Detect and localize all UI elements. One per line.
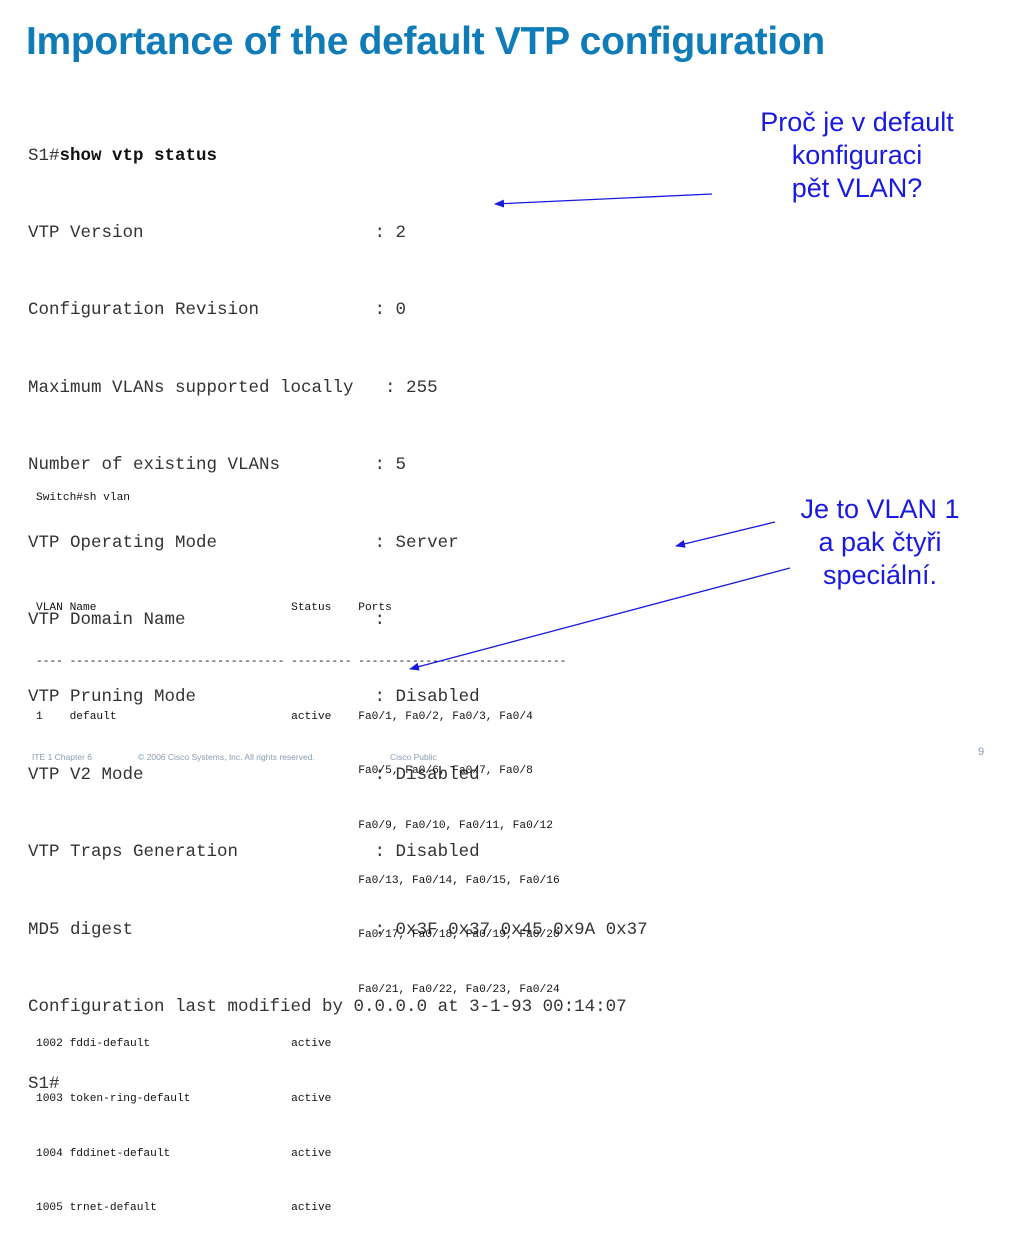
sh-vlan-line: Fa0/9, Fa0/10, Fa0/11, Fa0/12 [36,819,553,832]
sh-vlan-line: 1003 token-ring-default active [36,1092,332,1105]
annotation-arrows [409,193,791,671]
sh-vlan-line: Fa0/13, Fa0/14, Fa0/15, Fa0/16 [36,874,560,887]
answer-callout-line: speciální. [822,560,938,590]
arrow-to-vlan-1 [675,521,776,548]
vtp-status-line: Number of existing VLANs : 5 [28,455,407,476]
question-callout: Proč je v default konfiguraci pět VLAN? [722,106,992,205]
arrow-to-vlan-count [494,193,713,208]
sh-vlan-line: ---- -------------------------------- --… [36,656,567,669]
answer-callout-line: a pak čtyři [818,527,942,557]
page-number: 9 [978,746,985,758]
vtp-status-line: Maximum VLANs supported locally : 255 [28,377,438,398]
sh-vlan-line: 1 default active Fa0/1, Fa0/2, Fa0/3, Fa… [36,710,533,723]
sh-vlan-line: Switch#sh vlan [36,492,130,505]
vtp-status-line: VTP Version : 2 [28,222,407,243]
sh-vlan-line: Fa0/21, Fa0/22, Fa0/23, Fa0/24 [36,983,560,996]
vtp-status-line: VTP Pruning Mode : Disabled [28,687,480,708]
answer-callout-line: Je to VLAN 1 [800,494,960,524]
answer-callout: Je to VLAN 1 a pak čtyři speciální. [760,493,1000,592]
cli-command: show vtp status [59,145,218,166]
footer-copyright: © 2006 Cisco Systems, Inc. All rights re… [138,752,315,762]
sh-vlan-line: Fa0/17, Fa0/18, Fa0/19, Fa0/20 [36,929,560,942]
footer-chapter: ITE 1 Chapter 6 [32,752,93,762]
command-line: S1#show vtp status [28,144,648,170]
arrow-to-special-vlans [409,567,791,671]
sh-vlan-line: 1005 trnet-default active [36,1202,332,1215]
question-callout-line: pět VLAN? [791,173,923,203]
sh-vlan-line: 1002 fddi-default active [36,1038,332,1051]
vtp-status-line: VTP Operating Mode : Server [28,532,459,553]
slide-title: Importance of the default VTP configurat… [26,20,825,63]
sh-vlan-line: 1004 fddinet-default active [36,1147,332,1160]
question-callout-line: Proč je v default [760,107,954,137]
vtp-status-line: Configuration Revision : 0 [28,300,407,321]
sh-vlan-line: VLAN Name Status Ports [36,601,392,614]
question-callout-line: konfiguraci [791,140,923,170]
footer-classification: Cisco Public [390,752,437,762]
vtp-status-line: VTP Domain Name : [28,609,386,630]
cli-prompt: S1# [28,145,60,166]
